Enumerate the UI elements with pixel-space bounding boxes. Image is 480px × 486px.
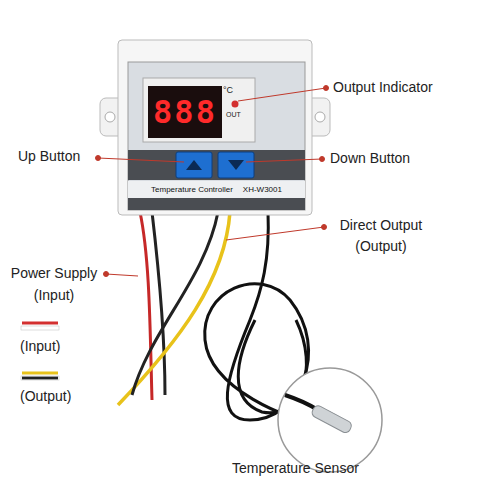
- digit-display: 888: [148, 86, 222, 138]
- up-button: [176, 152, 212, 178]
- wire-sample: [20, 370, 60, 382]
- leader-line: [246, 159, 322, 162]
- wire-sample-line: [22, 327, 58, 330]
- output-led: [232, 101, 239, 108]
- legend-entry: (Input): [20, 320, 60, 354]
- black-output-wire: [132, 212, 218, 395]
- wire-sample-line: [22, 372, 58, 375]
- legend-text: (Input): [20, 338, 60, 354]
- leader-dot: [96, 156, 101, 161]
- part-label: Down Button: [330, 148, 470, 168]
- leader-line: [98, 158, 184, 162]
- leader-line: [226, 227, 324, 240]
- button-band: [128, 150, 305, 180]
- up-arrow: [186, 160, 202, 170]
- wire-sample-line: [22, 377, 58, 380]
- node-text: 888: [153, 93, 217, 131]
- probe-cable: [285, 395, 318, 410]
- leader-dot: [320, 157, 325, 162]
- wire-sample: [20, 320, 60, 332]
- wire-sample-outline: [21, 326, 59, 330]
- part-label: Direct Output (Output): [326, 215, 436, 257]
- leader-line: [106, 274, 138, 276]
- node-text: XH-W3001: [243, 185, 282, 194]
- leader-dot: [322, 225, 327, 230]
- part-label: Power Supply (Input): [2, 262, 106, 306]
- front-panel: [128, 62, 305, 210]
- panel-marking: °C: [223, 84, 243, 96]
- housing: [118, 40, 312, 215]
- mount-hole: [105, 112, 115, 122]
- down-arrow: [228, 160, 244, 170]
- bottom-band: [128, 198, 305, 210]
- mount-hole: [315, 112, 325, 122]
- wire-sample-line: [22, 322, 58, 325]
- node-text: Temperature Controller: [151, 185, 233, 194]
- panel-marking: OUT: [226, 110, 250, 120]
- leader-dot: [324, 86, 329, 91]
- legend-text: (Output): [20, 388, 71, 404]
- part-label: Output Indicator: [333, 77, 473, 97]
- leader-line: [238, 88, 326, 101]
- leader-dot: [104, 272, 109, 277]
- part-label: Up Button: [18, 146, 108, 166]
- model-strip: Temperature Controller XH-W3001: [128, 181, 305, 198]
- magnifier-circle: [278, 368, 382, 472]
- part-label: Temperature Sensor: [232, 458, 412, 478]
- steel-probe: [310, 404, 353, 434]
- legend-entry: (Output): [20, 370, 71, 404]
- display-frame: [143, 78, 255, 142]
- down-button: [218, 152, 254, 178]
- wire-sample-outline: [21, 376, 59, 380]
